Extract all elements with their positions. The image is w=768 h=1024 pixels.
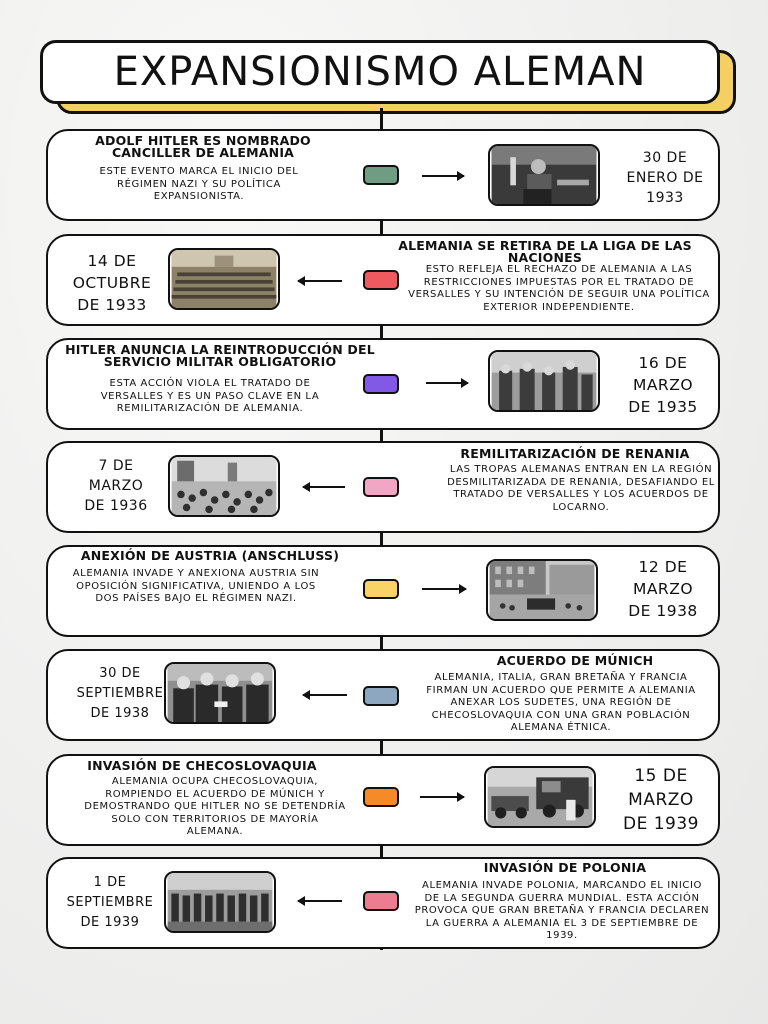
event-7-date-line3: DE 1939 <box>623 814 699 834</box>
page-title: EXPANSIONISMO ALEMAN <box>113 49 647 95</box>
event-6-date: 30 DE SEPTIEMBRE DE 1938 <box>56 664 184 724</box>
event-4-date-line1: 7 DE <box>98 458 134 474</box>
event-3-heading: HITLER ANUNCIA LA REINTRODUCCIÓN DEL SER… <box>58 342 382 369</box>
vienna-street-photo <box>486 559 598 621</box>
event-8-date-line1: 1 DE <box>93 875 127 890</box>
event-4-date-line3: DE 1936 <box>84 498 148 514</box>
timeline-node-rose <box>363 891 399 911</box>
arrow-left-icon <box>302 690 347 700</box>
event-3-date: 16 DE MARZO DE 1935 <box>610 352 716 418</box>
event-6-date-line2: SEPTIEMBRE <box>76 686 164 701</box>
event-1-heading-line2: CANCILLER DE ALEMANIA <box>111 145 295 160</box>
event-1-heading: ADOLF HITLER ES NOMBRADO CANCILLER DE AL… <box>62 133 344 160</box>
event-5-heading: ANEXIÓN DE AUSTRIA (ANSCHLUSS) <box>60 548 360 563</box>
event-5-body: ALEMANIA INVADE Y ANEXIONA AUSTRIA SIN O… <box>72 568 320 604</box>
event-3-heading-line2: SERVICIO MILITAR OBLIGATORIO <box>103 354 337 369</box>
munich-leaders-photo <box>164 662 276 724</box>
event-8-body: ALEMANIA INVADE POLONIA, MARCANDO EL INI… <box>414 880 710 941</box>
arrow-right-icon <box>426 378 469 388</box>
timeline-node-pink <box>363 477 399 497</box>
event-1-heading-line1: ADOLF HITLER ES NOMBRADO <box>95 133 311 148</box>
event-8-date: 1 DE SEPTIEMBRE DE 1939 <box>56 873 164 933</box>
event-6-date-line1: 30 DE <box>99 666 141 681</box>
arrow-left-icon <box>297 896 342 906</box>
event-6-date-line3: DE 1938 <box>90 706 150 721</box>
event-1-date-line3: 1933 <box>646 190 684 206</box>
event-8-heading: INVASIÓN DE POLONIA <box>440 860 690 875</box>
event-5-date-line2: MARZO <box>632 580 694 598</box>
event-8-date-line2: SEPTIEMBRE <box>66 895 154 910</box>
marching-troops-photo <box>164 871 276 933</box>
arrow-right-icon <box>422 171 465 181</box>
event-3-date-line3: DE 1935 <box>628 398 698 416</box>
event-6-body: ALEMANIA, ITALIA, GRAN BRETAÑA Y FRANCIA… <box>426 672 696 733</box>
event-7-heading-line1: INVASIÓN DE CHECOSLOVAQUIA <box>87 758 317 773</box>
timeline-node-blue <box>363 686 399 706</box>
event-5-date-line3: DE 1938 <box>628 602 698 620</box>
arrow-right-icon <box>420 792 465 802</box>
event-2-heading-line2: NACIONES <box>507 250 583 265</box>
event-1-body: ESTE EVENTO MARCA EL INICIO DEL RÉGIMEN … <box>99 166 299 202</box>
event-5-heading-line1: ANEXIÓN DE AUSTRIA (ANSCHLUSS) <box>80 548 340 563</box>
event-4-body: LAS TROPAS ALEMANAS ENTRAN EN LA REGIÓN … <box>447 464 715 513</box>
event-2-date-line1: 14 DE <box>87 252 137 270</box>
event-3-date-line2: MARZO <box>632 376 694 394</box>
timeline-node-green <box>363 165 399 185</box>
league-assembly-photo <box>168 248 280 310</box>
timeline-node-red <box>363 270 399 290</box>
timeline-node-purple <box>363 374 399 394</box>
event-8-heading-line1: INVASIÓN DE POLONIA <box>483 860 647 875</box>
arrow-left-icon <box>297 276 342 286</box>
event-2-date-line2: OCTUBRE <box>72 274 152 292</box>
timeline-card-4 <box>46 441 720 533</box>
event-3-date-line1: 16 DE <box>638 354 688 372</box>
event-4-date: 7 DE MARZO DE 1936 <box>66 456 166 516</box>
event-8-date-line3: DE 1939 <box>80 915 140 930</box>
event-7-date: 15 DE MARZO DE 1939 <box>608 764 714 836</box>
event-4-heading-line1: REMILITARIZACIÓN DE RENANIA <box>460 446 690 461</box>
event-5-date-line1: 12 DE <box>638 558 688 576</box>
hitler-speech-photo <box>488 144 600 206</box>
event-6-heading-line1: ACUERDO DE MÚNICH <box>496 653 654 668</box>
event-5-date: 12 DE MARZO DE 1938 <box>610 556 716 622</box>
event-2-body: ESTO REFLEJA EL RECHAZO DE ALEMANIA A LA… <box>408 264 710 313</box>
event-2-heading: ALEMANIA SE RETIRA DE LA LIGA DE LAS NAC… <box>392 238 698 265</box>
event-2-heading-line1: ALEMANIA SE RETIRA DE LA LIGA DE LAS <box>398 238 692 253</box>
event-2-date-line3: DE 1933 <box>77 296 147 314</box>
crowd-photo <box>168 455 280 517</box>
title-banner: EXPANSIONISMO ALEMAN <box>40 40 720 104</box>
event-4-heading: REMILITARIZACIÓN DE RENANIA <box>440 446 710 461</box>
event-7-body: ALEMANIA OCUPA CHECOSLOVAQUIA, ROMPIENDO… <box>84 776 346 837</box>
event-7-heading: INVASIÓN DE CHECOSLOVAQUIA <box>60 758 344 773</box>
arrow-right-icon <box>422 584 467 594</box>
event-1-date: 30 DE ENERO DE 1933 <box>610 148 720 208</box>
timeline-node-yellow <box>363 579 399 599</box>
event-1-date-line2: ENERO DE <box>626 170 704 186</box>
event-4-date-line2: MARZO <box>88 478 144 494</box>
event-3-heading-line1: HITLER ANUNCIA LA REINTRODUCCIÓN DEL <box>65 342 375 357</box>
arrow-left-icon <box>302 482 345 492</box>
event-7-date-line1: 15 DE <box>634 766 688 786</box>
event-3-body: ESTA ACCIÓN VIOLA EL TRATADO DE VERSALLE… <box>100 378 320 414</box>
soldiers-photo <box>488 350 600 412</box>
event-2-date: 14 DE OCTUBRE DE 1933 <box>56 250 168 316</box>
military-vehicles-photo <box>484 766 596 828</box>
event-7-date-line2: MARZO <box>628 790 694 810</box>
event-6-heading: ACUERDO DE MÚNICH <box>450 653 700 668</box>
event-1-date-line1: 30 DE <box>642 150 688 166</box>
timeline-node-orange <box>363 787 399 807</box>
